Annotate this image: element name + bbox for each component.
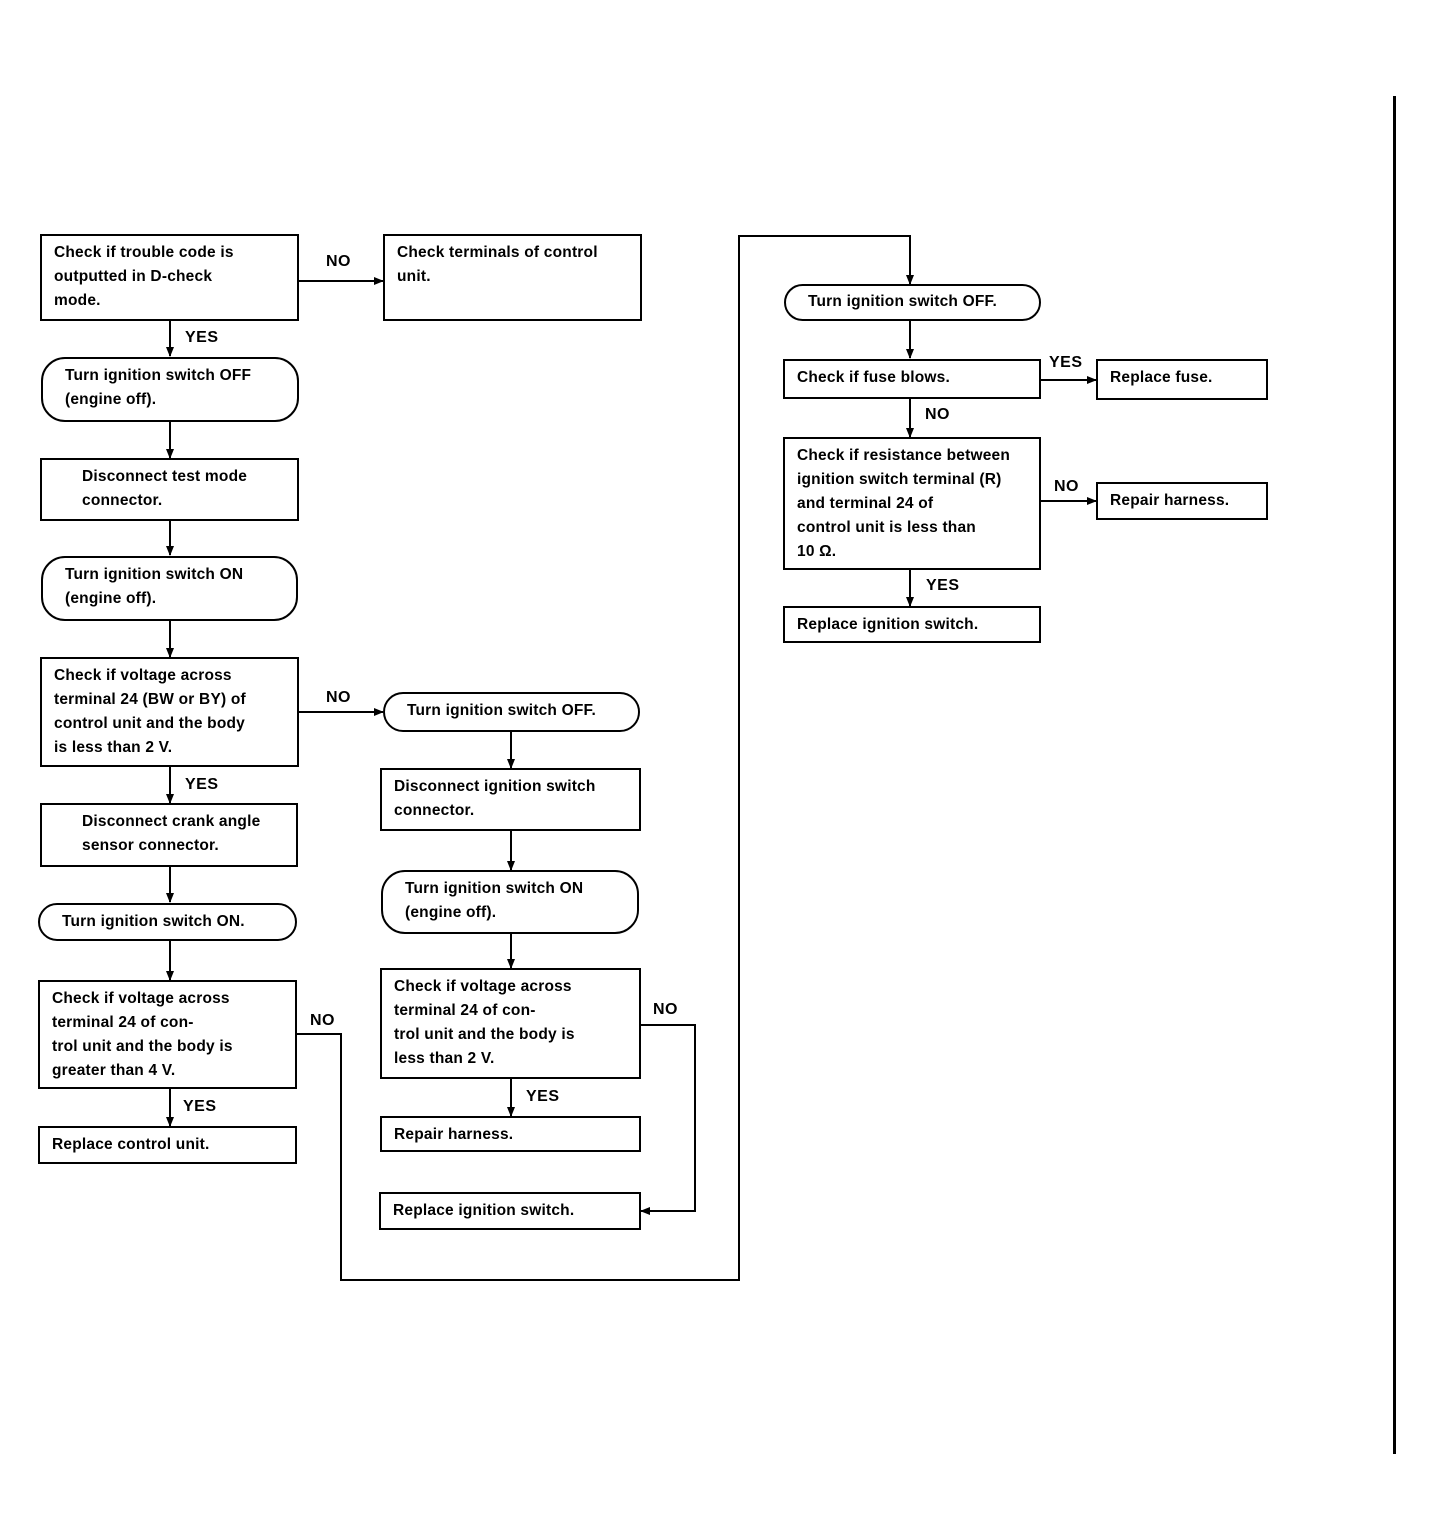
node-m5: Repair harness. [380,1116,641,1152]
node-m3: Turn ignition switch ON (engine off). [381,870,639,934]
node-r3: Replace fuse. [1096,359,1268,400]
label-yes-r4: YES [926,577,960,594]
node-n5: Turn ignition switch ON (engine off). [41,556,298,621]
label-no-n9: NO [310,1012,335,1029]
node-n4: Disconnect test mode connector. [40,458,299,521]
node-r1: Turn ignition switch OFF. [784,284,1041,321]
label-yes-n6: YES [185,776,219,793]
label-yes-m4: YES [526,1088,560,1105]
page-margin-rule [1393,96,1396,1454]
label-no-m4: NO [653,1001,678,1018]
arrow-n9-r1 [296,235,914,1281]
node-r6: Replace ignition switch. [783,606,1041,643]
node-m4: Check if voltage across terminal 24 of c… [380,968,641,1079]
label-no-n6: NO [326,689,351,706]
node-n10: Replace control unit. [38,1126,297,1164]
label-yes-n1: YES [185,329,219,346]
node-m1: Turn ignition switch OFF. [383,692,640,732]
node-n3: Turn ignition switch OFF (engine off). [41,357,299,422]
node-n6: Check if voltage across terminal 24 (BW … [40,657,299,767]
node-r5: Repair harness. [1096,482,1268,520]
label-no-r2: NO [925,406,950,423]
label-yes-r2: YES [1049,354,1083,371]
node-n9: Check if voltage across terminal 24 of c… [38,980,297,1089]
node-n2: Check terminals of control unit. [383,234,642,321]
node-n1: Check if trouble code is outputted in D-… [40,234,299,321]
node-r2: Check if fuse blows. [783,359,1041,399]
label-no-r4: NO [1054,478,1079,495]
label-no-n1: NO [326,253,351,270]
node-n7: Disconnect crank angle sensor connector. [40,803,298,867]
arrow-m4-m6 [640,1024,696,1215]
node-r4: Check if resistance between ignition swi… [783,437,1041,570]
node-m6: Replace ignition switch. [379,1192,641,1230]
label-yes-n9: YES [183,1098,217,1115]
node-n8: Turn ignition switch ON. [38,903,297,941]
node-m2: Disconnect ignition switch connector. [380,768,641,831]
